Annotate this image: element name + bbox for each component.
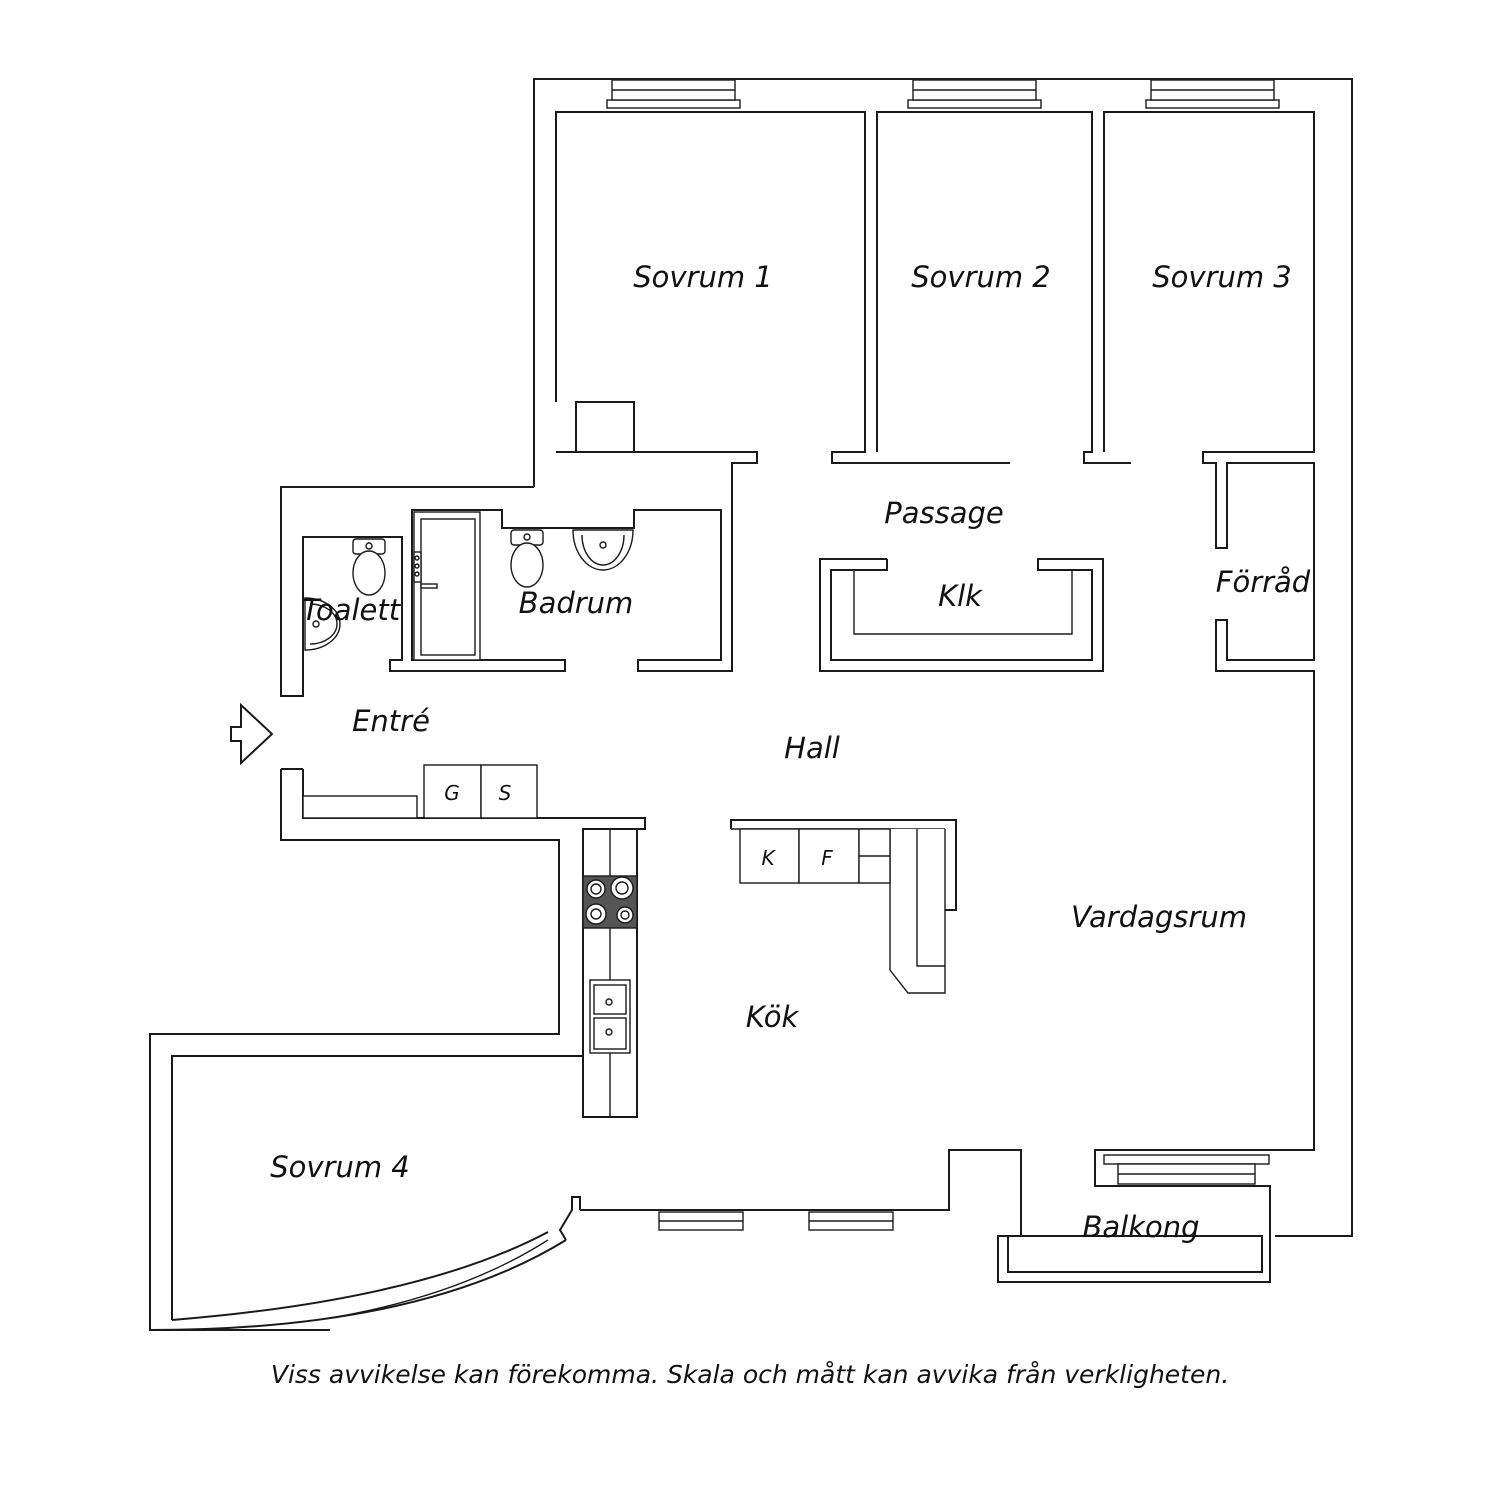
disclaimer-text: Viss avvikelse kan förekomma. Skala och … (270, 1360, 1230, 1389)
windows (606, 79, 1280, 1231)
room-labels: Sovrum 1 Sovrum 2 Sovrum 3 Passage Klk F… (270, 260, 1311, 1244)
room-label-sovrum-2: Sovrum 2 (911, 260, 1051, 294)
room-label-sovrum-4: Sovrum 4 (270, 1150, 410, 1184)
toilet-icon (510, 529, 544, 588)
appliance-k (739, 828, 800, 884)
closet-klk (819, 558, 1104, 672)
kitchen-counter (582, 828, 638, 1117)
room-label-badrum: Badrum (519, 586, 634, 620)
room-label-kok: Kök (746, 1000, 800, 1034)
room-label-vardagsrum: Vardagsrum (1071, 900, 1247, 934)
appliance-labels: G S K F (444, 781, 833, 870)
window-icon (606, 79, 741, 109)
sink-icon (304, 597, 341, 651)
room-label-sovrum-3: Sovrum 3 (1152, 260, 1292, 294)
window-icon (907, 79, 1042, 109)
stove-icon (582, 875, 638, 929)
room-label-toalett: Toalett (302, 593, 402, 627)
kitchen-island (730, 819, 957, 994)
window-icon (808, 1211, 894, 1231)
room-label-balkong: Balkong (1082, 1210, 1199, 1244)
room-label-entre: Entré (352, 704, 430, 738)
sink-icon (572, 529, 634, 571)
room-label-hall: Hall (784, 731, 840, 765)
room-label-klk: Klk (938, 579, 983, 613)
appliance-label-k: K (761, 846, 776, 870)
outer-walls (149, 78, 1353, 1331)
shower-icon (413, 511, 481, 661)
entrance-arrow-icon (230, 702, 274, 766)
toilet-icon (352, 538, 386, 596)
room-label-sovrum-1: Sovrum 1 (633, 260, 773, 294)
window-icon (1103, 1154, 1270, 1185)
appliance-label-s: S (499, 781, 512, 805)
appliance-label-f: F (821, 846, 833, 870)
cabinet-s (480, 764, 538, 819)
room-label-forrad: Förråd (1216, 565, 1311, 599)
appliance-f (798, 828, 860, 884)
window-icon (658, 1211, 744, 1231)
room-label-passage: Passage (884, 496, 1004, 530)
appliance-label-g: G (444, 781, 460, 805)
window-icon (1145, 79, 1280, 109)
kitchen-sink-icon (589, 979, 631, 1054)
hall-cabinets (302, 764, 538, 819)
